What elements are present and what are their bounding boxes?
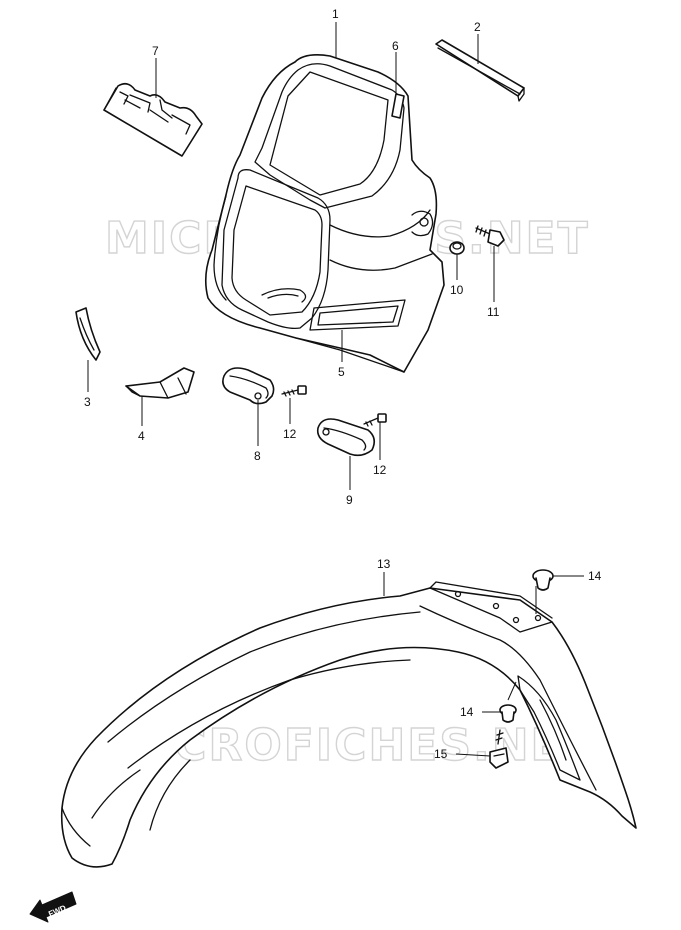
- part-front-fender: [60, 581, 637, 868]
- callout-13: 13: [377, 557, 391, 571]
- part-clamp-right: [316, 418, 376, 457]
- callout-15: 15: [434, 747, 448, 761]
- callout-8: 8: [254, 449, 261, 463]
- leader-lines: [87, 22, 584, 757]
- part-screw-12a: [281, 385, 307, 397]
- callout-12a: 12: [283, 427, 297, 441]
- part-bolt-15: [489, 729, 509, 769]
- part-bolt-11: [475, 225, 505, 247]
- part-screw-12b: [363, 413, 387, 427]
- part-grommet: [449, 241, 465, 255]
- callout-6: 6: [392, 39, 399, 53]
- part-bracket-small: [75, 307, 101, 361]
- part-grommet-14b: [499, 704, 517, 723]
- part-stay-bracket: [125, 367, 195, 399]
- part-seal: [103, 82, 203, 157]
- part-side-trim: [391, 93, 405, 119]
- part-strip: [435, 39, 525, 102]
- part-clamp-left: [222, 367, 275, 405]
- callout-14a: 14: [588, 569, 602, 583]
- callout-7: 7: [152, 44, 159, 58]
- part-headlight-cowl: [204, 54, 445, 373]
- callout-12b: 12: [373, 463, 387, 477]
- callout-4: 4: [138, 429, 145, 443]
- callout-1: 1: [332, 7, 339, 21]
- callout-3: 3: [84, 395, 91, 409]
- callout-9: 9: [346, 493, 353, 507]
- fwd-arrow: FWD: [29, 891, 77, 923]
- callout-11: 11: [487, 305, 500, 319]
- part-grommet-14a: [532, 569, 554, 591]
- callout-5: 5: [338, 365, 345, 379]
- callout-2: 2: [474, 20, 481, 34]
- callouts: 1 2 6 7 3 4 5 10 11 8 12 12 9 13 14 14 1…: [84, 7, 602, 761]
- callout-14b: 14: [460, 705, 474, 719]
- callout-10: 10: [450, 283, 464, 297]
